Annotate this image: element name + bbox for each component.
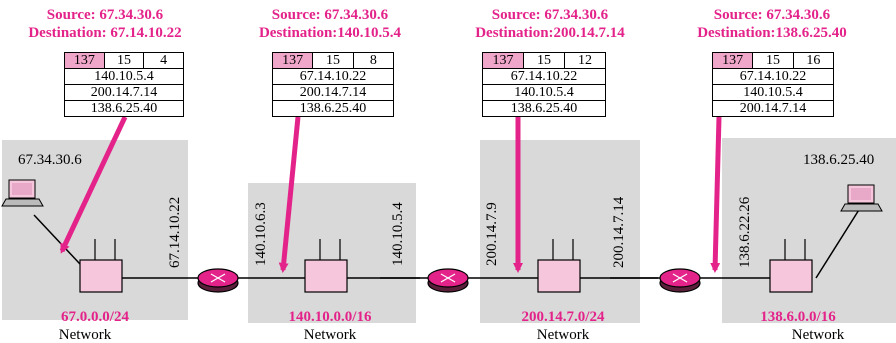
switch-icon bbox=[427, 268, 469, 293]
option-type: 137 bbox=[271, 52, 314, 69]
address-row: 138.6.25.40 bbox=[482, 100, 606, 117]
destination-host-address: 138.6.25.40 bbox=[803, 152, 874, 168]
network-label: Network bbox=[792, 327, 845, 343]
packet-header: Source: 67.34.30.6 Destination:140.10.5.… bbox=[220, 6, 440, 42]
laptop-icon bbox=[840, 184, 883, 212]
option-header-row: 137 15 4 bbox=[64, 52, 184, 69]
option-header-row: 137 15 12 bbox=[482, 52, 606, 69]
address-row: 200.14.7.14 bbox=[712, 100, 834, 117]
interface-label: 200.14.7.14 bbox=[611, 196, 627, 268]
source-label: Source: 67.34.30.6 bbox=[491, 7, 609, 23]
switch-icon bbox=[197, 268, 239, 293]
packet-arrows bbox=[59, 115, 722, 273]
option-pointer: 12 bbox=[564, 52, 606, 69]
network-links bbox=[33, 204, 863, 279]
interface-label: 67.14.10.22 bbox=[167, 197, 183, 268]
source-host-address: 67.34.30.6 bbox=[18, 152, 82, 168]
option-length: 15 bbox=[312, 52, 354, 69]
address-row: 67.14.10.22 bbox=[482, 68, 606, 85]
address-row: 67.14.10.22 bbox=[272, 68, 394, 85]
router-icon bbox=[304, 239, 348, 293]
address-row: 140.10.5.4 bbox=[482, 84, 606, 101]
address-row: 67.14.10.22 bbox=[712, 68, 834, 85]
option-length: 15 bbox=[523, 52, 565, 69]
router-icon bbox=[537, 239, 581, 293]
address-row: 200.14.7.14 bbox=[272, 84, 394, 101]
option-type: 137 bbox=[711, 52, 754, 69]
ip-option-table: 137 15 16 67.14.10.22 140.10.5.4 200.14.… bbox=[711, 52, 835, 117]
address-row: 138.6.25.40 bbox=[272, 100, 394, 117]
address-row: 140.10.5.4 bbox=[64, 68, 184, 85]
network-label: Network bbox=[537, 327, 590, 343]
ip-option-table: 137 15 4 140.10.5.4 200.14.7.14 138.6.25… bbox=[64, 52, 184, 117]
interface-label: 140.10.5.4 bbox=[390, 202, 406, 266]
option-header-row: 137 15 8 bbox=[271, 52, 395, 69]
laptop-icon bbox=[1, 179, 44, 207]
source-label: Source: 67.34.30.6 bbox=[271, 7, 389, 23]
address-row: 200.14.7.14 bbox=[64, 84, 184, 101]
network-prefix: 200.14.7.0/24 bbox=[522, 309, 605, 325]
option-pointer: 16 bbox=[792, 52, 835, 69]
source-label: Source: 67.34.30.6 bbox=[713, 7, 831, 23]
source-label: Source: 67.34.30.6 bbox=[46, 7, 164, 23]
interface-label: 138.6.22.26 bbox=[737, 196, 753, 268]
switch-icon bbox=[659, 268, 701, 293]
ip-option-table: 137 15 12 67.14.10.22 140.10.5.4 138.6.2… bbox=[482, 52, 606, 117]
destination-label: Destination:200.14.7.14 bbox=[475, 25, 625, 41]
address-row: 140.10.5.4 bbox=[712, 84, 834, 101]
option-pointer: 4 bbox=[143, 52, 184, 69]
packet-header: Source: 67.34.30.6 Destination: 67.14.10… bbox=[0, 6, 215, 42]
network-prefix: 138.6.0.0/16 bbox=[760, 309, 836, 325]
option-length: 15 bbox=[752, 52, 794, 69]
network-prefix: 140.10.0.0/16 bbox=[289, 309, 372, 325]
interface-label: 140.10.6.3 bbox=[253, 202, 269, 266]
network-prefix: 67.0.0.0/24 bbox=[61, 309, 129, 325]
router-icon bbox=[769, 239, 813, 293]
ip-option-table: 137 15 8 67.14.10.22 200.14.7.14 138.6.2… bbox=[271, 52, 395, 117]
interface-label: 200.14.7.9 bbox=[484, 202, 500, 266]
option-type: 137 bbox=[482, 52, 524, 69]
network-label: Network bbox=[59, 327, 112, 343]
option-length: 15 bbox=[103, 52, 145, 69]
destination-label: Destination: 67.14.10.22 bbox=[28, 25, 182, 41]
destination-label: Destination:140.10.5.4 bbox=[258, 25, 402, 41]
option-pointer: 8 bbox=[352, 52, 395, 69]
router-icon bbox=[79, 239, 123, 293]
option-type: 137 bbox=[64, 52, 105, 69]
destination-label: Destination:138.6.25.40 bbox=[697, 25, 847, 41]
packet-header: Source: 67.34.30.6 Destination:138.6.25.… bbox=[662, 6, 882, 42]
network-area-2 bbox=[248, 183, 416, 323]
address-row: 138.6.25.40 bbox=[64, 100, 184, 117]
network-label: Network bbox=[304, 327, 357, 343]
packet-header: Source: 67.34.30.6 Destination:200.14.7.… bbox=[440, 6, 660, 42]
option-header-row: 137 15 16 bbox=[711, 52, 835, 69]
